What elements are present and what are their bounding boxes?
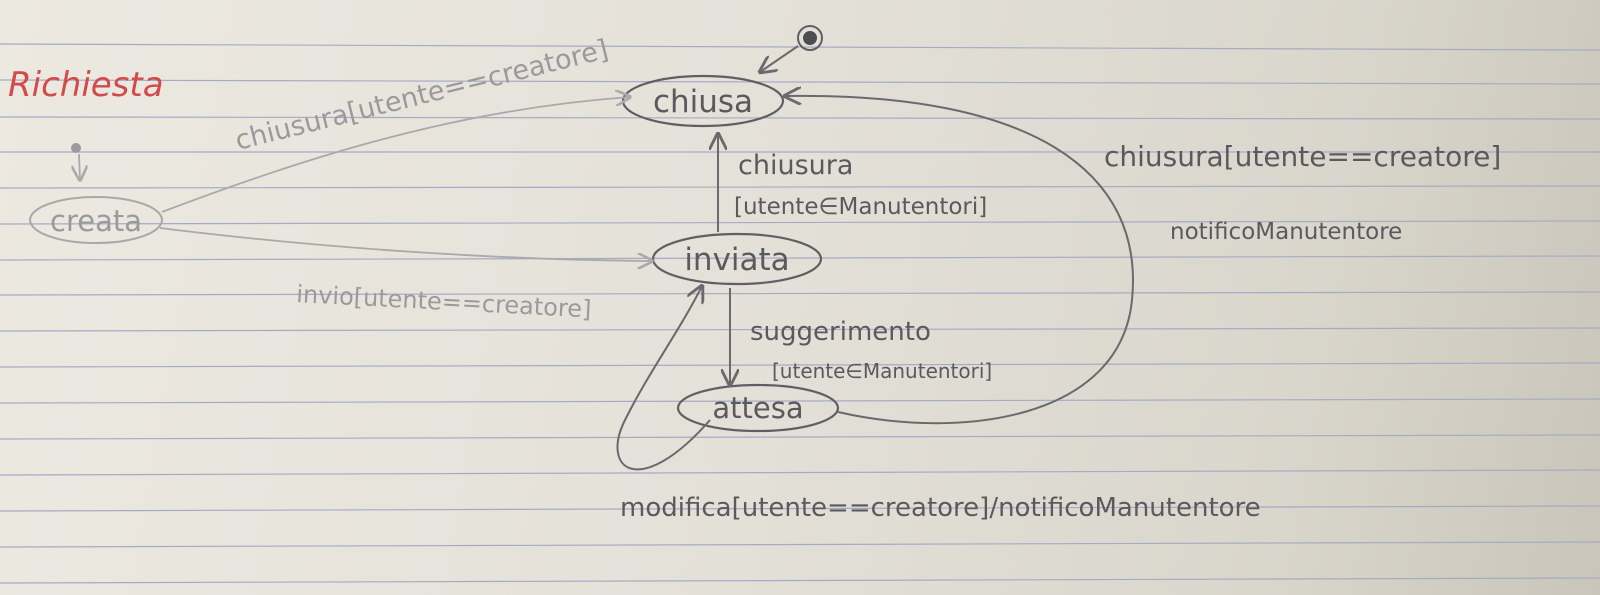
label-attesa-to-chiusa-event: chiusura[utente==creatore] bbox=[1104, 140, 1501, 173]
label-creata-to-chiusa: chiusura[utente==creatore] bbox=[232, 34, 611, 157]
diagram-title: Richiesta bbox=[8, 65, 164, 105]
label-creata-to-inviata: invio[utente==creatore] bbox=[296, 280, 592, 323]
initial-edge-creata bbox=[79, 153, 80, 180]
label-inviata-to-attesa-guard: [utente∈Manutentori] bbox=[772, 359, 992, 383]
edge-creata-to-chiusa bbox=[161, 97, 630, 213]
ruled-lines bbox=[0, 43, 1600, 584]
initial-state-ring-chiusa bbox=[797, 25, 823, 51]
edge-creata-to-inviata bbox=[159, 227, 652, 261]
state-creata-label: creata bbox=[50, 204, 142, 238]
state-attesa: attesa bbox=[676, 383, 840, 433]
state-chiusa-label: chiusa bbox=[653, 84, 753, 120]
state-creata: creata bbox=[29, 196, 163, 244]
label-attesa-to-chiusa-action: notificoManutentore bbox=[1170, 219, 1402, 245]
edge-attesa-to-inviata bbox=[616, 286, 711, 471]
edge-attesa-to-chiusa bbox=[785, 96, 1134, 425]
initial-state-dot-creata bbox=[71, 143, 81, 153]
label-inviata-to-chiusa-guard: [utente∈Manutentori] bbox=[734, 194, 987, 220]
state-inviata-label: inviata bbox=[684, 242, 789, 278]
label-inviata-to-chiusa-event: chiusura bbox=[738, 150, 853, 181]
state-attesa-label: attesa bbox=[712, 391, 803, 425]
label-attesa-to-inviata: modifica[utente==creatore]/notificoManut… bbox=[620, 493, 1261, 523]
initial-edge-chiusa bbox=[760, 45, 799, 72]
label-inviata-to-attesa-event: suggerimento bbox=[750, 317, 931, 347]
initial-state-dot-chiusa bbox=[803, 31, 817, 45]
state-inviata: inviata bbox=[651, 232, 823, 286]
state-chiusa: chiusa bbox=[621, 74, 785, 128]
